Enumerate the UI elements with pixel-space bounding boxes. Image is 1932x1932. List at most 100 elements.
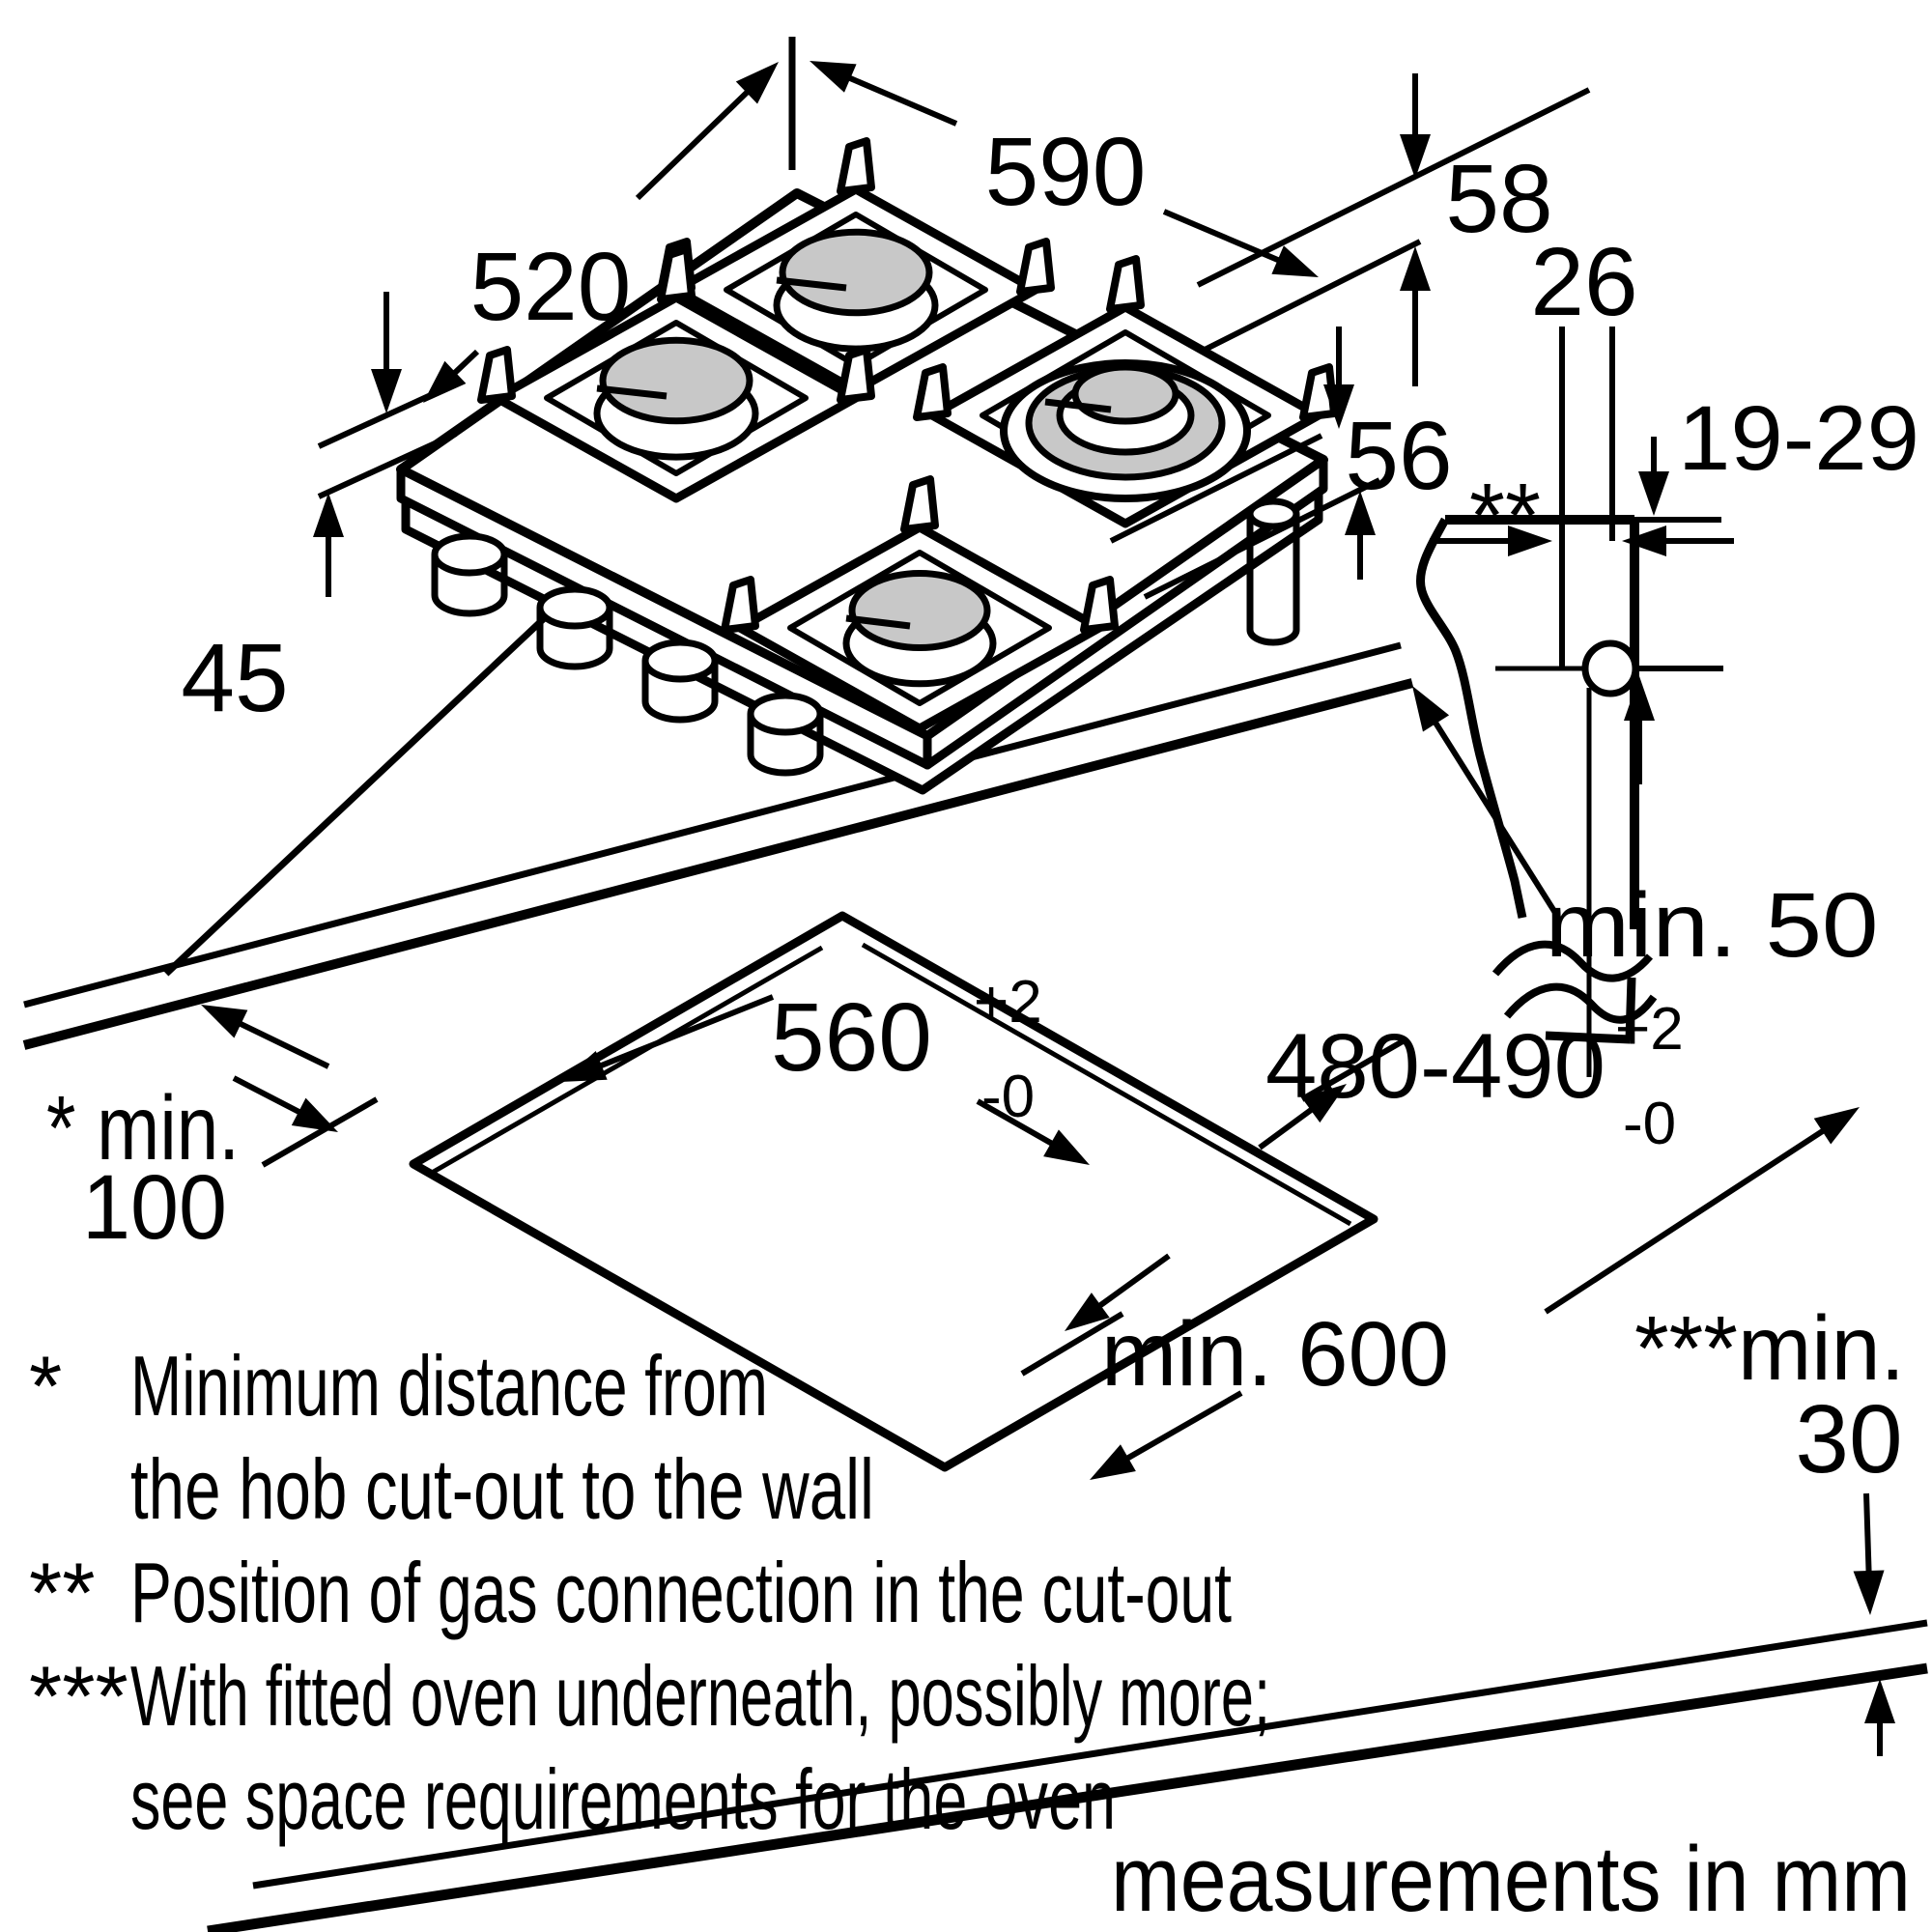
dim26-arrow-right-head (1508, 526, 1552, 556)
dim58-ext-bottom (1201, 239, 1422, 354)
dim590-arrow-down-shaft (1162, 209, 1287, 266)
dim1929-arrow-up-head (1624, 676, 1655, 721)
burner-left-cap (599, 336, 753, 425)
min600-arrow-down-head (1090, 1444, 1136, 1480)
dim560-arrow-right-head (1043, 1129, 1090, 1165)
worktop-cutout (409, 911, 1378, 1472)
dim-gas-offset: 26 (1530, 228, 1637, 336)
knob-top (431, 532, 508, 577)
dim45-ext-bottom (317, 431, 458, 499)
burner-left-igniter (596, 384, 668, 400)
dim-clearance-below-line1: ***min. (1634, 1297, 1905, 1400)
profile-left-edge (1415, 517, 1527, 919)
line-art (22, 37, 1928, 1932)
grate-fin (913, 363, 952, 421)
dim-cutout-width: 560 (771, 983, 932, 1092)
dim590-arrow-up-head (810, 61, 857, 93)
dim56-arrow-up-head (1345, 491, 1376, 535)
dim480-arrow-up-shaft (1258, 1103, 1320, 1151)
dim-cutout-width-tol-plus: +2 (974, 969, 1042, 1036)
dim520-arrow-up-shaft (635, 85, 754, 201)
dim560-arrow-left-head (560, 1051, 608, 1082)
units-caption: measurements in mm (1111, 1828, 1911, 1931)
knob-bottom (747, 753, 824, 777)
footnote1-marker: * (29, 1338, 62, 1434)
burner-back-igniter (776, 276, 847, 292)
grate-fin (1016, 238, 1055, 296)
footnote3-line1: With fitted oven underneath, possibly mo… (130, 1648, 1270, 1744)
dim-cutout-depth: 480-490 (1265, 1015, 1605, 1118)
footnote1-line1: Minimum distance from (130, 1338, 768, 1434)
min600-arrow-up-head (1813, 1107, 1860, 1145)
dim45-arrow-down-head (371, 369, 402, 413)
grate-fin (657, 245, 696, 303)
grate-fin (837, 346, 875, 404)
min30-arrow-down-head (1853, 1570, 1885, 1615)
dim45-ext-top (317, 381, 458, 449)
dim480-tick-upper (1300, 1038, 1405, 1102)
footnote2-marker: ** (29, 1545, 96, 1640)
min100-tick (261, 1096, 379, 1168)
gas-pipe-bottom (1246, 629, 1300, 646)
grate-fin (837, 137, 875, 195)
grate-fin (1080, 576, 1119, 634)
dim-hob-depth: 520 (470, 233, 632, 341)
footnote3-marker: *** (29, 1648, 128, 1744)
dim560-arrow-right-shaft (976, 1098, 1060, 1150)
knob-top (747, 692, 824, 736)
footnote1-line2: the hob cut-out to the wall (130, 1441, 874, 1537)
knob-bottom (641, 700, 719, 724)
min100-arrow-up-head (201, 1005, 248, 1038)
dim-hob-total-height: 58 (1445, 145, 1552, 253)
burner-front-cap (848, 570, 991, 651)
min30-arrow-up-head (1864, 1679, 1895, 1723)
min600-arrow-down-shaft (1120, 1390, 1243, 1464)
burner-wok-igniter (1044, 398, 1112, 413)
worktop-back-edge-lower (22, 678, 1414, 1050)
knob-bottom (536, 647, 613, 670)
cutout-inner-edge-right (861, 942, 1352, 1227)
dim56-arrow-down-head (1323, 384, 1354, 429)
dim-built-in-depth: 56 (1345, 402, 1452, 510)
min30-arrow-down-shaft (1863, 1492, 1872, 1579)
burner-front-igniter (845, 614, 911, 630)
dim590-arrow-down-head (1271, 245, 1319, 277)
burner-back-cap (779, 228, 933, 317)
dim-clearance-wall-line2: 100 (82, 1156, 227, 1259)
dim480-arrow-down-head (1065, 1293, 1110, 1331)
hob-front-right-face (923, 455, 1328, 770)
footnote3-line2: see space requirements for the oven (130, 1751, 1116, 1847)
min100-arrow-up-shaft (232, 1017, 330, 1069)
dim-gas-height-range: 19-29 (1678, 387, 1919, 490)
grate-fin (721, 576, 759, 634)
dim56-ext-top (1109, 433, 1323, 544)
dim-clearance-below-line2: 30 (1795, 1385, 1902, 1493)
profile-right-stub (1625, 977, 1636, 1040)
worktop-front-edge-upper (252, 1619, 1928, 1889)
dim58-ext-top (1196, 87, 1591, 288)
dim26-arrow-left-head (1622, 526, 1666, 556)
burner-wok-cap (1071, 363, 1179, 425)
dim56-ext-bottom (1143, 477, 1381, 600)
dim-clearance-rear: min. 50 (1546, 874, 1879, 977)
profile-break-wave1 (1492, 940, 1654, 982)
min600-arrow-up-shaft (1544, 1124, 1831, 1315)
dim45-arrow-up-head (313, 493, 344, 537)
dim480-arrow-up-head (1301, 1084, 1347, 1123)
knob-top (641, 639, 719, 683)
cutout-inner-edge-left (430, 945, 824, 1176)
dim590-arrow-up-shaft (841, 72, 958, 127)
dim-clearance-wall-line1: * min. (46, 1077, 240, 1179)
min50-arrow-head (1412, 686, 1450, 732)
dim480-tick-lower (1020, 1311, 1124, 1377)
dim58-arrow-up-head (1400, 246, 1431, 291)
gas-hole-circle (1581, 639, 1639, 697)
profile-break-wave2 (1503, 982, 1658, 1024)
min100-arrow-down-head (291, 1097, 338, 1132)
grate-fin (1299, 363, 1338, 421)
grate-fin (477, 346, 516, 404)
dim1929-arrow-down-head (1638, 471, 1669, 516)
gas-pipe-top (1246, 497, 1300, 530)
dim-hob-profile-height: 45 (181, 624, 288, 732)
